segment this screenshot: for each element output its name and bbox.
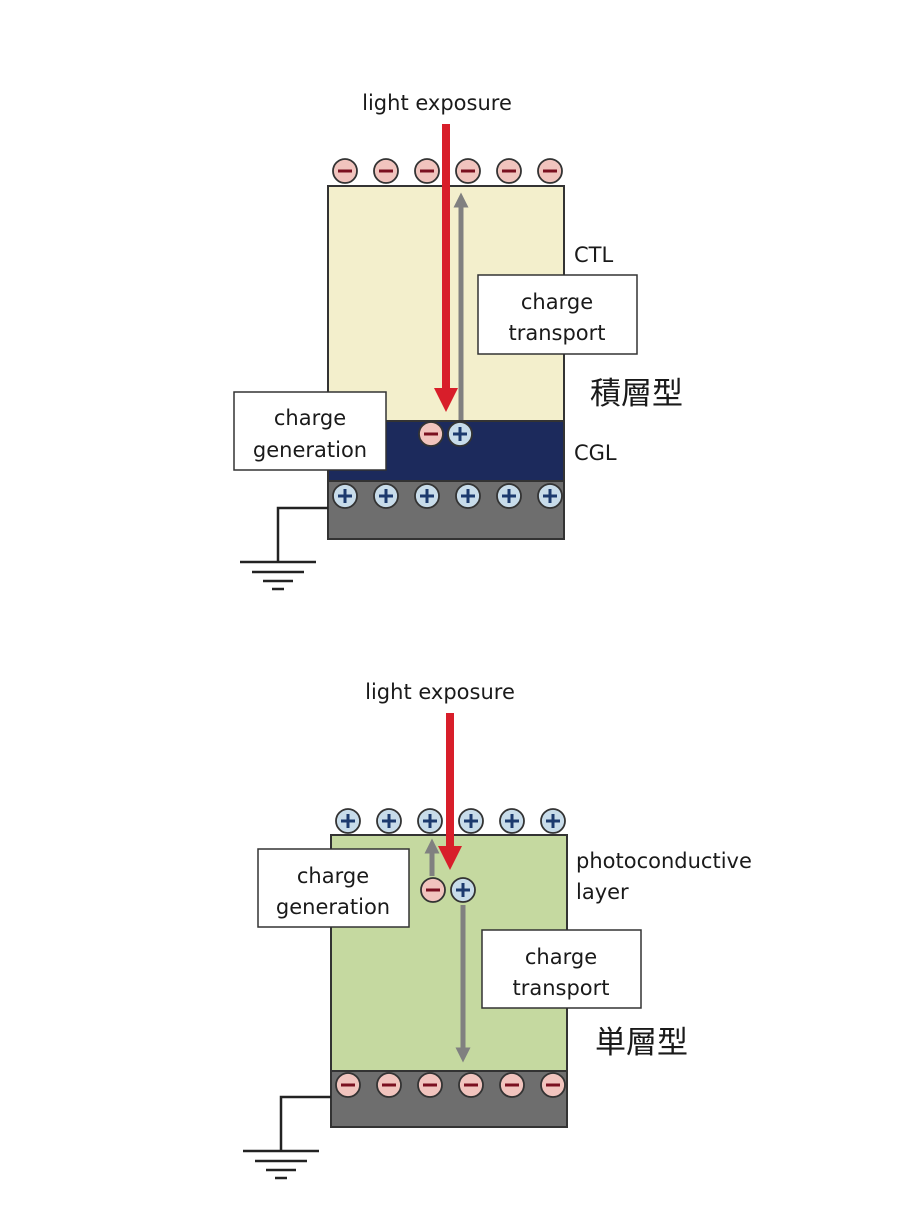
svg-text:charge: charge	[297, 864, 369, 888]
ground-icon	[240, 506, 328, 591]
plus-charge-icon	[450, 877, 476, 903]
minus-charge-icon	[418, 421, 444, 447]
charge-transport-box: charge transport	[477, 274, 638, 355]
substrate	[327, 480, 565, 540]
minus-charge-icon	[540, 1072, 566, 1098]
minus-charge-icon	[455, 158, 481, 184]
single-layer-diagram: light exposure photoconductive layer 単層型…	[243, 680, 752, 1180]
minus-charge-icon	[496, 158, 522, 184]
svg-text:charge: charge	[521, 290, 593, 314]
plus-charge-icon	[537, 483, 563, 509]
plus-charge-icon	[458, 808, 484, 834]
photoconductive-layer-label-2: layer	[576, 880, 629, 904]
charge-transport-box: charge transport	[481, 929, 642, 1009]
bottom-charge-row	[335, 1072, 566, 1098]
substrate	[330, 1070, 568, 1128]
svg-text:generation: generation	[253, 438, 367, 462]
plus-charge-icon	[499, 808, 525, 834]
minus-charge-icon	[414, 158, 440, 184]
photoconductive-layer-label: photoconductive	[576, 849, 752, 873]
plus-charge-icon	[447, 421, 473, 447]
minus-charge-icon	[376, 1072, 402, 1098]
minus-charge-icon	[335, 1072, 361, 1098]
top-charge-row	[332, 158, 563, 184]
bottom-charge-row	[332, 483, 563, 509]
plus-charge-icon	[540, 808, 566, 834]
ctl-label: CTL	[574, 243, 613, 267]
plus-charge-icon	[332, 483, 358, 509]
svg-text:charge: charge	[274, 406, 346, 430]
minus-charge-icon	[458, 1072, 484, 1098]
svg-text:generation: generation	[276, 895, 390, 919]
svg-text:charge: charge	[525, 945, 597, 969]
plus-charge-icon	[496, 483, 522, 509]
type-label-single: 単層型	[595, 1025, 688, 1061]
light-exposure-label: light exposure	[365, 680, 515, 704]
light-exposure-label: light exposure	[362, 91, 512, 115]
laminated-diagram: light exposure CTL CGL 積層型 charge transp…	[233, 91, 683, 591]
charge-generation-box: charge generation	[257, 848, 410, 928]
generated-charge-pair	[420, 877, 476, 903]
plus-charge-icon	[455, 483, 481, 509]
ground-icon	[243, 1095, 331, 1180]
top-charge-row	[335, 808, 566, 834]
minus-charge-icon	[499, 1072, 525, 1098]
minus-charge-icon	[537, 158, 563, 184]
minus-charge-icon	[332, 158, 358, 184]
plus-charge-icon	[376, 808, 402, 834]
minus-charge-icon	[420, 877, 446, 903]
svg-text:transport: transport	[512, 976, 609, 1000]
svg-text:transport: transport	[508, 321, 605, 345]
minus-charge-icon	[417, 1072, 443, 1098]
minus-charge-icon	[373, 158, 399, 184]
cgl-label: CGL	[574, 441, 617, 465]
plus-charge-icon	[414, 483, 440, 509]
type-label-laminated: 積層型	[590, 376, 683, 412]
plus-charge-icon	[335, 808, 361, 834]
generated-charge-pair	[418, 421, 473, 447]
plus-charge-icon	[417, 808, 443, 834]
plus-charge-icon	[373, 483, 399, 509]
charge-generation-box: charge generation	[233, 391, 387, 471]
